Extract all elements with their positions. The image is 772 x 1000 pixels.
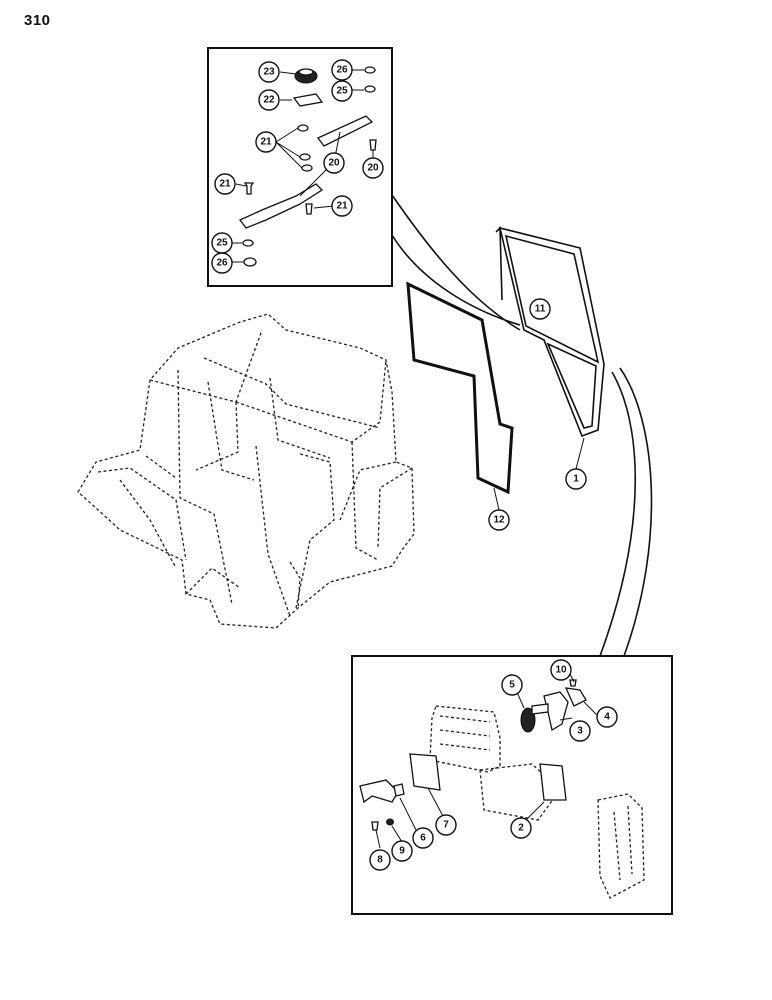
svg-text:3: 3 [577, 726, 583, 737]
inset-connector-lower [391, 234, 521, 326]
striker-plate-2 [539, 763, 567, 801]
callout-1: 1 [565, 468, 587, 490]
callout-26: 26 [331, 59, 353, 81]
outside-handle-6 [359, 779, 399, 804]
callout-12: 12 [488, 509, 510, 531]
callout-5: 5 [501, 674, 523, 696]
callout-21: 21 [214, 173, 236, 195]
svg-text:25: 25 [216, 238, 228, 249]
door-glass-upper [504, 234, 600, 364]
mounting-plate-7 [409, 753, 441, 791]
door-frame [498, 226, 605, 438]
callout-10: 10 [550, 659, 572, 681]
hinge-inset-frame [207, 47, 393, 287]
callout-20: 20 [323, 152, 345, 174]
callout-24: 23 [258, 61, 280, 83]
svg-text:9: 9 [399, 846, 405, 857]
latch-connector-right [619, 367, 653, 657]
bracket-23 [292, 93, 324, 107]
svg-text:5: 5 [509, 680, 515, 691]
svg-text:25: 25 [336, 86, 348, 97]
door-seal [406, 281, 514, 495]
callout-4: 4 [596, 706, 618, 728]
latch-inset-frame [351, 655, 673, 915]
svg-text:11: 11 [535, 304, 546, 315]
svg-text:6: 6 [420, 833, 426, 844]
cab-outline [77, 313, 415, 629]
page-number: 310 [24, 12, 51, 29]
callout-3: 3 [569, 720, 591, 742]
callout-21: 21 [331, 195, 353, 217]
callout-21: 20 [362, 157, 384, 179]
lever-4 [564, 687, 587, 707]
svg-text:4: 4 [604, 712, 610, 723]
callout-25: 25 [331, 80, 353, 102]
hinge-strap-upper [316, 115, 374, 147]
svg-text:10: 10 [555, 665, 567, 676]
svg-text:22: 22 [263, 95, 275, 106]
svg-text:8: 8 [377, 855, 383, 866]
hinge-inset [207, 47, 393, 287]
callout-7: 7 [435, 814, 457, 836]
svg-text:20: 20 [328, 158, 340, 169]
door-glass-lower [546, 342, 597, 429]
door-assembly [495, 226, 605, 438]
svg-text:26: 26 [336, 65, 348, 76]
svg-text:12: 12 [493, 515, 505, 526]
callout-2: 2 [510, 817, 532, 839]
svg-text:7: 7 [443, 820, 449, 831]
callout-8: 8 [369, 849, 391, 871]
callout-11: 11 [529, 298, 551, 320]
svg-text:26: 26 [216, 258, 228, 269]
callout-25: 25 [211, 232, 233, 254]
callout-22: 21 [255, 131, 277, 153]
svg-text:21: 21 [336, 201, 348, 212]
callout-6: 6 [412, 827, 434, 849]
callout-26: 26 [211, 252, 233, 274]
callout-23: 22 [258, 89, 280, 111]
svg-text:20: 20 [367, 163, 379, 174]
svg-text:2: 2 [518, 823, 524, 834]
svg-text:21: 21 [260, 137, 272, 148]
latch-connector-left [599, 371, 637, 657]
callout-9: 9 [391, 840, 413, 862]
svg-text:1: 1 [573, 474, 579, 485]
svg-text:23: 23 [263, 67, 275, 78]
svg-text:21: 21 [219, 179, 231, 190]
latch-inset [351, 655, 673, 915]
